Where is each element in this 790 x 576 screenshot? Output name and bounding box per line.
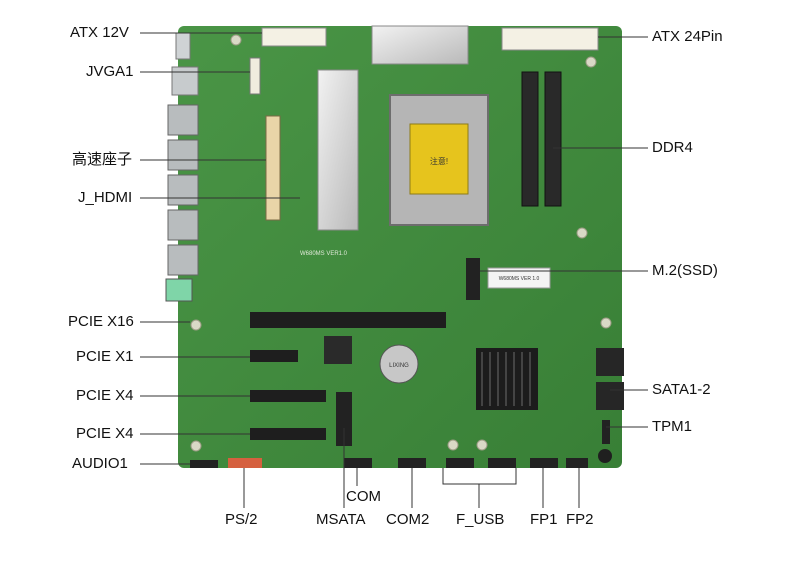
model-label-sticker — [487, 267, 551, 289]
atx12v-connector — [261, 27, 327, 47]
cpu-cover — [409, 123, 469, 195]
label-fp1: FP1 — [530, 511, 558, 528]
pch-fins — [481, 352, 531, 406]
pcie-x16-slot — [250, 312, 446, 328]
label-ddr4: DDR4 — [652, 139, 693, 156]
label-pcie-x1: PCIE X1 — [76, 348, 134, 365]
label-com2: COM2 — [386, 511, 430, 528]
f-usb-header-2 — [488, 458, 516, 468]
label-atx24pin: ATX 24Pin — [652, 28, 723, 45]
label-pcie-x4-a: PCIE X4 — [76, 387, 134, 404]
audio-header — [190, 460, 218, 468]
label-pcie-x16: PCIE X16 — [68, 313, 134, 330]
battery-text: LIXING — [389, 363, 409, 369]
jvga-header — [249, 57, 261, 95]
label-audio1: AUDIO1 — [72, 455, 128, 472]
tpm-header — [602, 420, 610, 444]
label-j-hdmi: J_HDMI — [78, 189, 133, 206]
fp2-header — [566, 458, 588, 468]
label-high-speed-connector: 高速座子 — [72, 151, 133, 168]
m2-slot — [466, 258, 480, 300]
leader-lines — [140, 32, 648, 508]
cpu-warning-text: 注意! — [430, 156, 448, 166]
pcie-x1-slot — [250, 350, 298, 362]
model-label-text: W680MS VER 1.0 — [499, 276, 540, 282]
dimm-slot-2 — [544, 71, 562, 207]
com-header — [344, 458, 372, 468]
cmos-battery — [379, 344, 419, 384]
label-sata1-2: SATA1-2 — [652, 381, 711, 398]
pcie-x4-slot-a — [250, 390, 326, 402]
mounting-holes — [190, 34, 612, 452]
label-pcie-x4-b: PCIE X4 — [76, 425, 134, 442]
buzzer — [598, 449, 612, 463]
label-f-usb: F_USB — [456, 511, 505, 528]
label-ps2: PS/2 — [225, 511, 258, 528]
sata-port-1 — [596, 348, 624, 376]
rear-io-ports — [165, 32, 199, 302]
dimm-slot-1 — [521, 71, 539, 207]
com2-header — [398, 458, 426, 468]
pcie-x4-slot-b — [250, 428, 326, 440]
f-usb-header-1 — [446, 458, 474, 468]
fp1-header — [530, 458, 558, 468]
label-msata: MSATA — [316, 511, 366, 528]
vrm-heatsink-top — [371, 25, 469, 65]
atx24pin-connector — [501, 27, 599, 51]
label-com: COM — [346, 488, 381, 505]
msata-slot — [336, 392, 352, 446]
label-tpm1: TPM1 — [652, 418, 693, 435]
ps2-header — [228, 458, 262, 468]
sata-port-2 — [596, 382, 624, 410]
high-speed-connector — [265, 115, 281, 221]
label-fp2: FP2 — [566, 511, 594, 528]
label-m2-ssd: M.2(SSD) — [652, 262, 718, 279]
vrm-heatsink-left — [317, 69, 359, 231]
label-atx12v: ATX 12V — [70, 24, 129, 41]
io-chip — [324, 336, 352, 364]
label-jvga1: JVGA1 — [86, 63, 134, 80]
silkscreen-model: W680MS VER1.0 — [300, 251, 348, 257]
